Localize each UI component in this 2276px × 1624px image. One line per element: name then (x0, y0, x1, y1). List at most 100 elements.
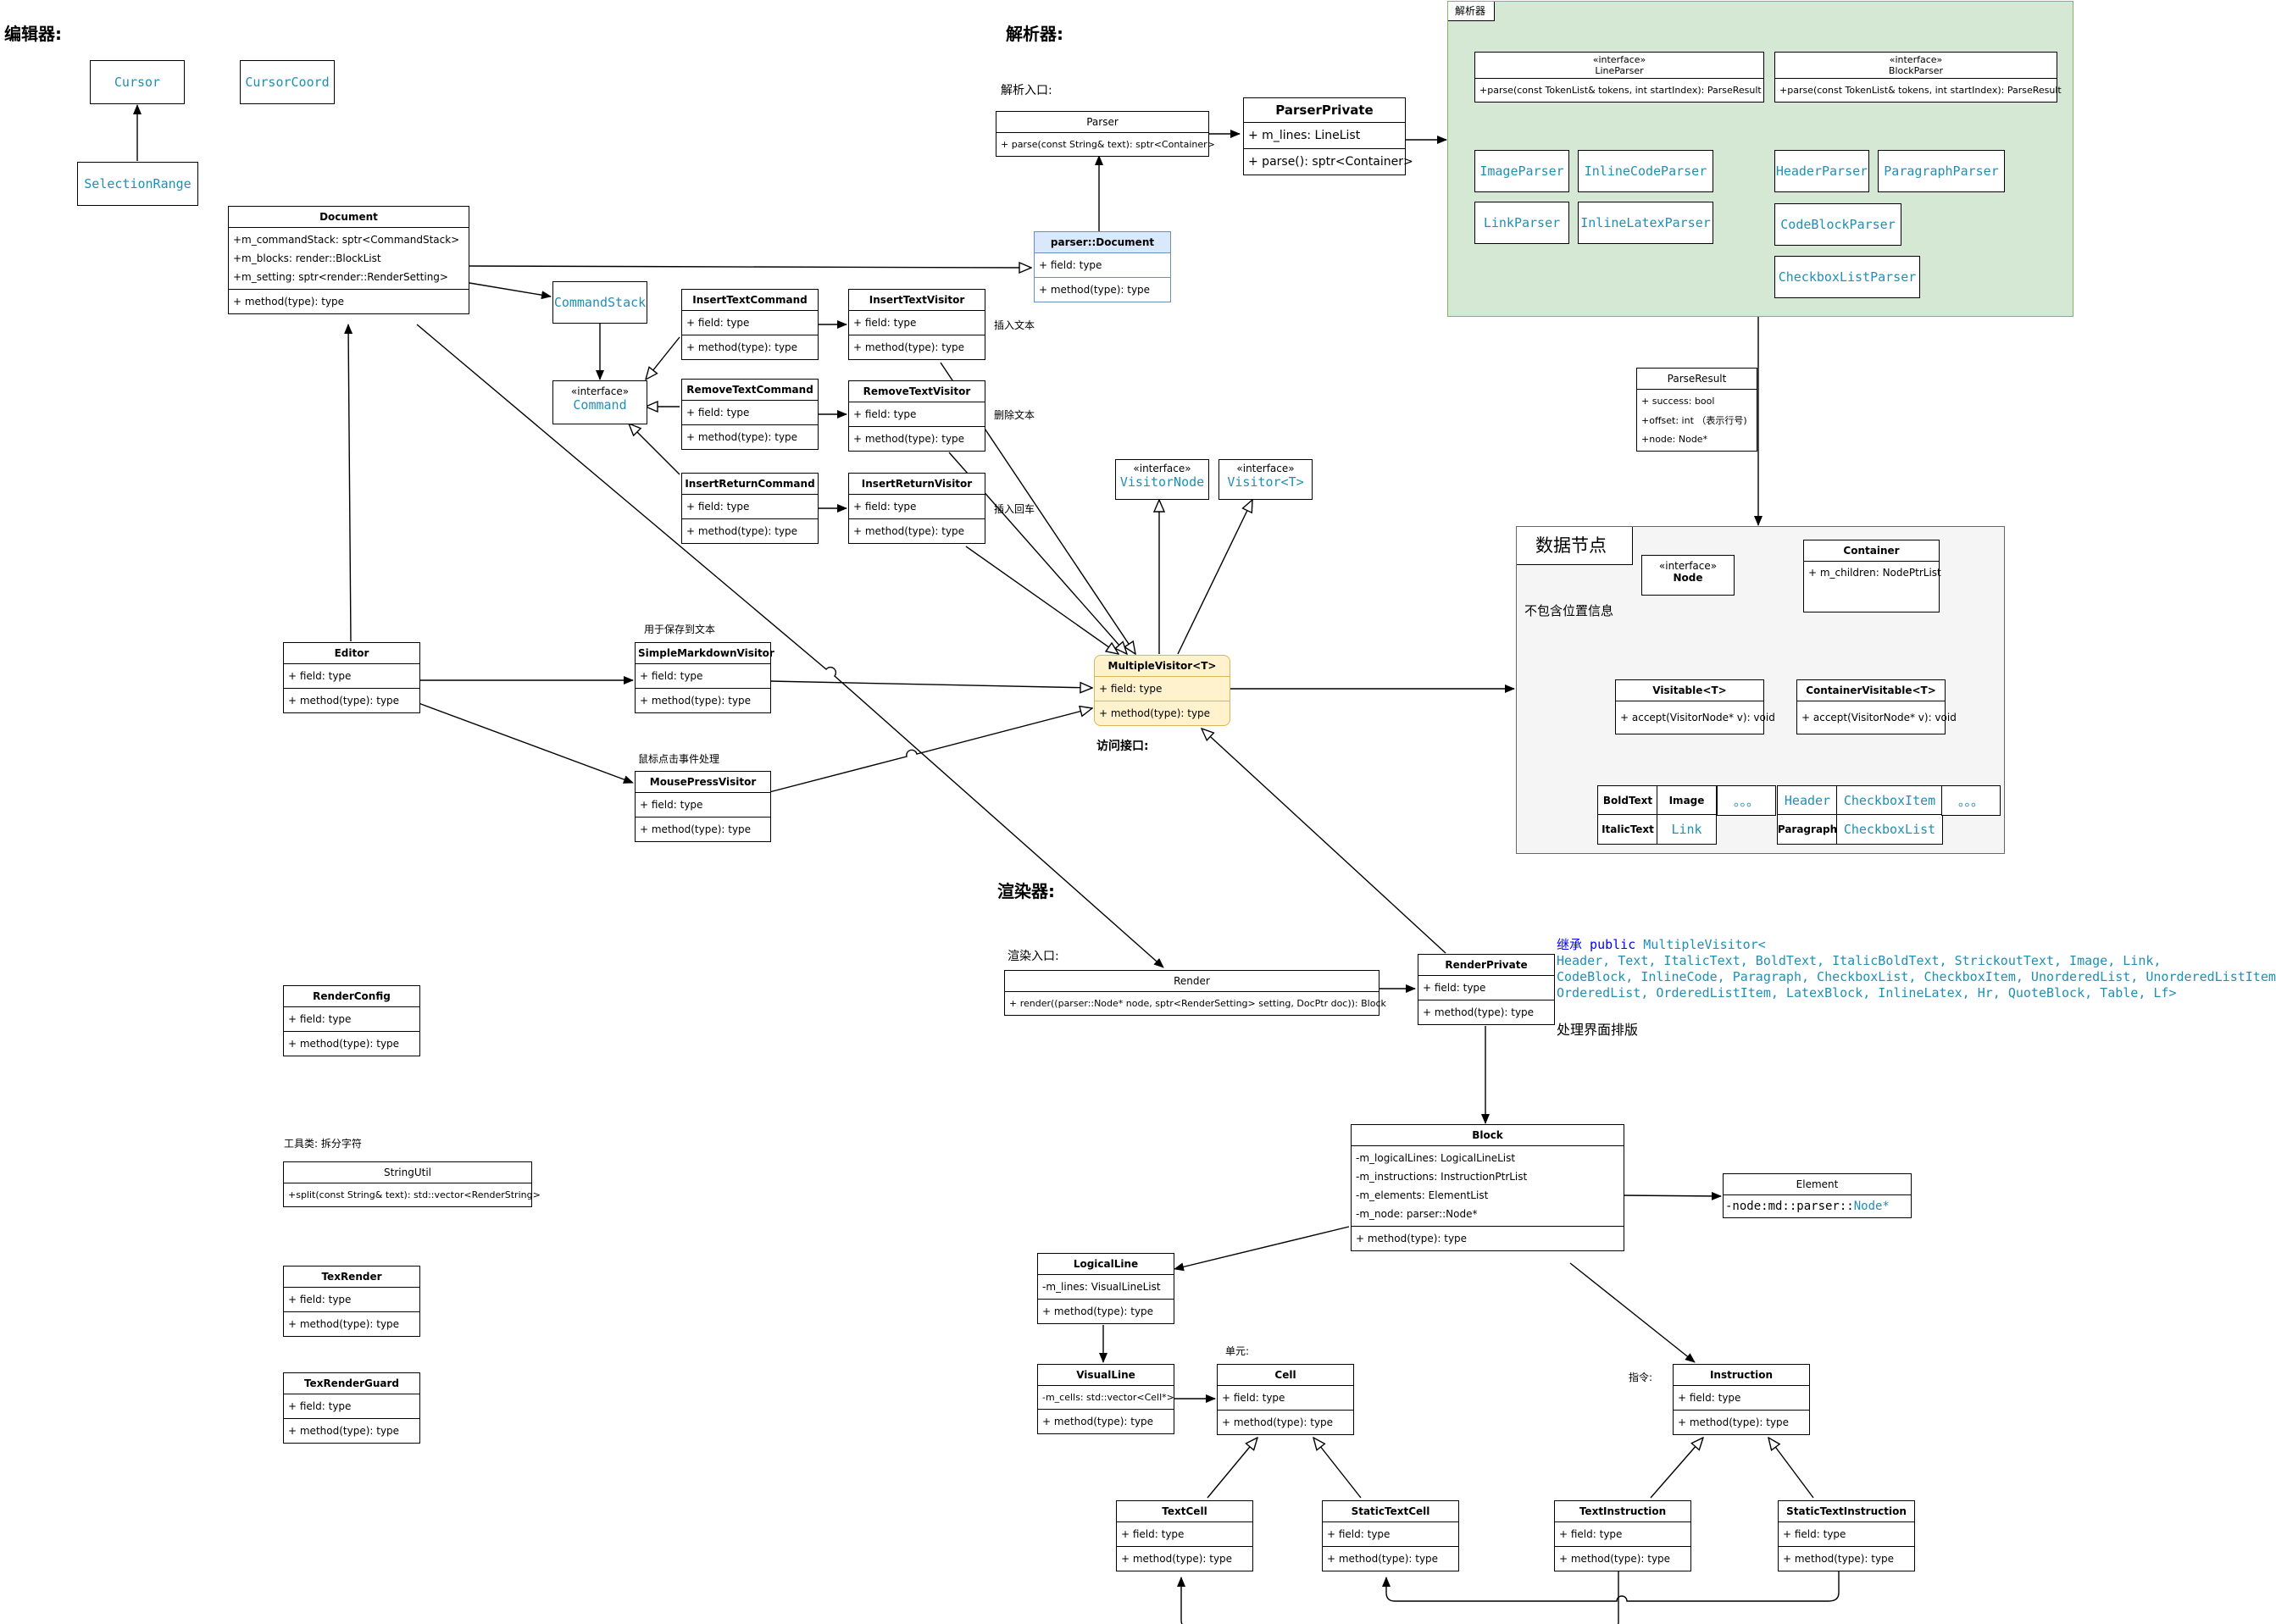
class-visual-line[interactable]: VisualLine -m_cells: std::vector<Cell*> … (1037, 1364, 1174, 1434)
class-static-text-instruction[interactable]: StaticTextInstruction + field: type + me… (1778, 1500, 1915, 1571)
class-insert-text-command[interactable]: InsertTextCommand + field: type + method… (681, 289, 819, 360)
class-document-fields: +m_commandStack: sptr<CommandStack> +m_b… (229, 228, 469, 290)
class-name: TexRender (284, 1266, 419, 1288)
class-header-parser[interactable]: HeaderParser (1774, 150, 1869, 192)
class-visual-line-fields: -m_cells: std::vector<Cell*> (1038, 1386, 1174, 1410)
class-remove-text-command[interactable]: RemoveTextCommand + field: type + method… (681, 379, 819, 450)
class-field: + field: type (686, 317, 750, 329)
class-container-visitable[interactable]: ContainerVisitable<T> + accept(VisitorNo… (1796, 679, 1957, 734)
class-name: TextCell (1117, 1501, 1252, 1522)
class-visitable-name: Visitable<T> (1616, 680, 1763, 701)
class-inline-code-parser[interactable]: InlineCodeParser (1578, 150, 1713, 192)
class-method: + method(type): type (640, 823, 752, 835)
class-code-block-parser[interactable]: CodeBlockParser (1774, 203, 1901, 246)
node-checkbox-list[interactable]: CheckboxList (1836, 814, 1943, 845)
class-container[interactable]: Container + m_children: NodePtrList (1803, 540, 1941, 612)
class-methods: + method(type): type (682, 425, 818, 449)
class-method: + method(type): type (853, 525, 965, 537)
class-cursor[interactable]: Cursor (90, 60, 185, 104)
class-name: RenderPrivate (1418, 955, 1554, 976)
class-element-field: -node:md::parser::Node* (1724, 1198, 1911, 1215)
class-field: + field: type (1678, 1392, 1741, 1404)
class-render-config[interactable]: RenderConfig + field: type + method(type… (283, 985, 420, 1056)
class-text-cell[interactable]: TextCell + field: type + method(type): t… (1116, 1500, 1253, 1571)
class-document[interactable]: Document +m_commandStack: sptr<CommandSt… (228, 206, 469, 314)
class-insert-text-visitor[interactable]: InsertTextVisitor + field: type + method… (848, 289, 985, 360)
class-parser-private-fields: + m_lines: LineList (1244, 123, 1405, 149)
class-method: + method(type): type (1783, 1553, 1895, 1565)
class-line-parser[interactable]: «interface» LineParser +parse(const Toke… (1474, 52, 1764, 103)
class-multiple-visitor[interactable]: MultipleVisitor<T> + field: type + metho… (1094, 655, 1230, 726)
class-remove-text-visitor[interactable]: RemoveTextVisitor + field: type + method… (848, 380, 985, 452)
class-logical-line[interactable]: LogicalLine -m_lines: VisualLineList + m… (1037, 1253, 1174, 1324)
class-insert-return-visitor[interactable]: InsertReturnVisitor + field: type + meth… (848, 473, 985, 544)
class-paragraph-parser[interactable]: ParagraphParser (1878, 150, 2005, 192)
class-render-private[interactable]: RenderPrivate + field: type + method(typ… (1418, 954, 1555, 1025)
node-image[interactable]: Image (1657, 785, 1717, 816)
class-container-visitable-method: + accept(VisitorNode* v): void (1801, 712, 1957, 723)
node-paragraph[interactable]: Paragraph (1777, 814, 1838, 845)
note-remove-text: 删除文本 (994, 409, 1035, 421)
class-string-util[interactable]: StringUtil +split(const String& text): s… (283, 1161, 541, 1207)
class-name: TexRenderGuard (284, 1373, 419, 1394)
class-logical-line-method: + method(type): type (1042, 1305, 1154, 1317)
class-link-parser[interactable]: LinkParser (1474, 202, 1569, 244)
class-static-text-cell[interactable]: StaticTextCell + field: type + method(ty… (1322, 1500, 1459, 1571)
class-insert-return-command[interactable]: InsertReturnCommand + field: type + meth… (681, 473, 819, 544)
class-fields: + field: type (1323, 1522, 1458, 1547)
class-image-parser[interactable]: ImageParser (1474, 150, 1569, 192)
note-insert-return: 插入回车 (994, 503, 1035, 515)
class-parse-result[interactable]: ParseResult + success: bool +offset: int… (1636, 368, 1757, 452)
class-block-field: -m_logicalLines: LogicalLineList (1356, 1152, 1516, 1164)
class-parser-document[interactable]: parser::Document + field: type + method(… (1034, 231, 1171, 302)
class-element[interactable]: Element -node:md::parser::Node* (1723, 1173, 1912, 1218)
inheritance-declaration: 继承 public MultipleVisitor< Header, Text,… (1557, 937, 2276, 1001)
class-editor[interactable]: Editor + field: type + method(type): typ… (283, 642, 420, 713)
class-field: + field: type (1099, 683, 1163, 695)
class-tex-render-guard[interactable]: TexRenderGuard + field: type + method(ty… (283, 1372, 420, 1444)
class-selection-range[interactable]: SelectionRange (77, 162, 198, 206)
class-visitor-node[interactable]: «interface» VisitorNode (1115, 459, 1209, 500)
class-cursor-coord[interactable]: CursorCoord (240, 60, 335, 104)
class-parser-private[interactable]: ParserPrivate + m_lines: LineList + pars… (1243, 97, 1413, 175)
class-field: + field: type (640, 670, 703, 682)
class-inline-latex-parser[interactable]: InlineLatexParser (1578, 202, 1713, 244)
note-mouse-click: 鼠标点击事件处理 (638, 753, 720, 765)
class-name: SimpleMarkdownVisitor (636, 643, 774, 664)
class-block-parser[interactable]: «interface» BlockParser +parse(const Tok… (1774, 52, 2062, 103)
class-text-instruction[interactable]: TextInstruction + field: type + method(t… (1554, 1500, 1691, 1571)
class-visitable-methods: + accept(VisitorNode* v): void (1616, 701, 1775, 734)
node-dots-left[interactable]: 。。。 (1717, 785, 1776, 816)
node-bold-text[interactable]: BoldText (1597, 785, 1658, 816)
class-visitor-t[interactable]: «interface» Visitor<T> (1218, 459, 1313, 500)
class-cell[interactable]: Cell + field: type + method(type): type (1217, 1364, 1354, 1435)
class-parser-private-name: ParserPrivate (1244, 98, 1405, 123)
class-parse-result-name: ParseResult (1637, 369, 1757, 390)
class-method: + method(type): type (288, 1425, 400, 1437)
class-string-util-name: StringUtil (284, 1162, 531, 1183)
node-header[interactable]: Header (1777, 785, 1838, 816)
class-render[interactable]: Render + render((parser::Node* node, spt… (1004, 970, 1386, 1016)
class-field: + field: type (853, 501, 917, 513)
class-instruction[interactable]: Instruction + field: type + method(type)… (1673, 1364, 1810, 1435)
class-node[interactable]: «interface» Node (1641, 555, 1735, 596)
class-parser-private-field: + m_lines: LineList (1248, 129, 1361, 142)
class-visitable[interactable]: Visitable<T> + accept(VisitorNode* v): v… (1615, 679, 1775, 734)
node-link[interactable]: Link (1657, 814, 1717, 845)
class-method: + method(type): type (1222, 1416, 1334, 1428)
class-parser[interactable]: Parser + parse(const String& text): sptr… (996, 111, 1215, 157)
class-fields: + field: type (284, 664, 419, 689)
class-block[interactable]: Block -m_logicalLines: LogicalLineList -… (1351, 1124, 1624, 1251)
class-tex-render[interactable]: TexRender + field: type + method(type): … (283, 1266, 420, 1337)
class-mouse-press-visitor[interactable]: MousePressVisitor + field: type + method… (635, 771, 771, 842)
class-simple-markdown-visitor[interactable]: SimpleMarkdownVisitor + field: type + me… (635, 642, 774, 713)
class-command[interactable]: «interface» Command (552, 380, 647, 424)
class-method: + method(type): type (686, 431, 798, 443)
inheritance-line: CodeBlock, InlineCode, Paragraph, Checkb… (1557, 969, 2276, 984)
class-command-stack[interactable]: CommandStack (552, 281, 647, 324)
class-methods: + method(type): type (284, 1419, 419, 1443)
node-dots-right[interactable]: 。。。 (1941, 785, 2001, 816)
class-checkbox-list-parser[interactable]: CheckboxListParser (1774, 256, 1920, 298)
node-checkbox-item[interactable]: CheckboxItem (1836, 785, 1943, 816)
node-italic-text[interactable]: ItalicText (1597, 814, 1658, 845)
